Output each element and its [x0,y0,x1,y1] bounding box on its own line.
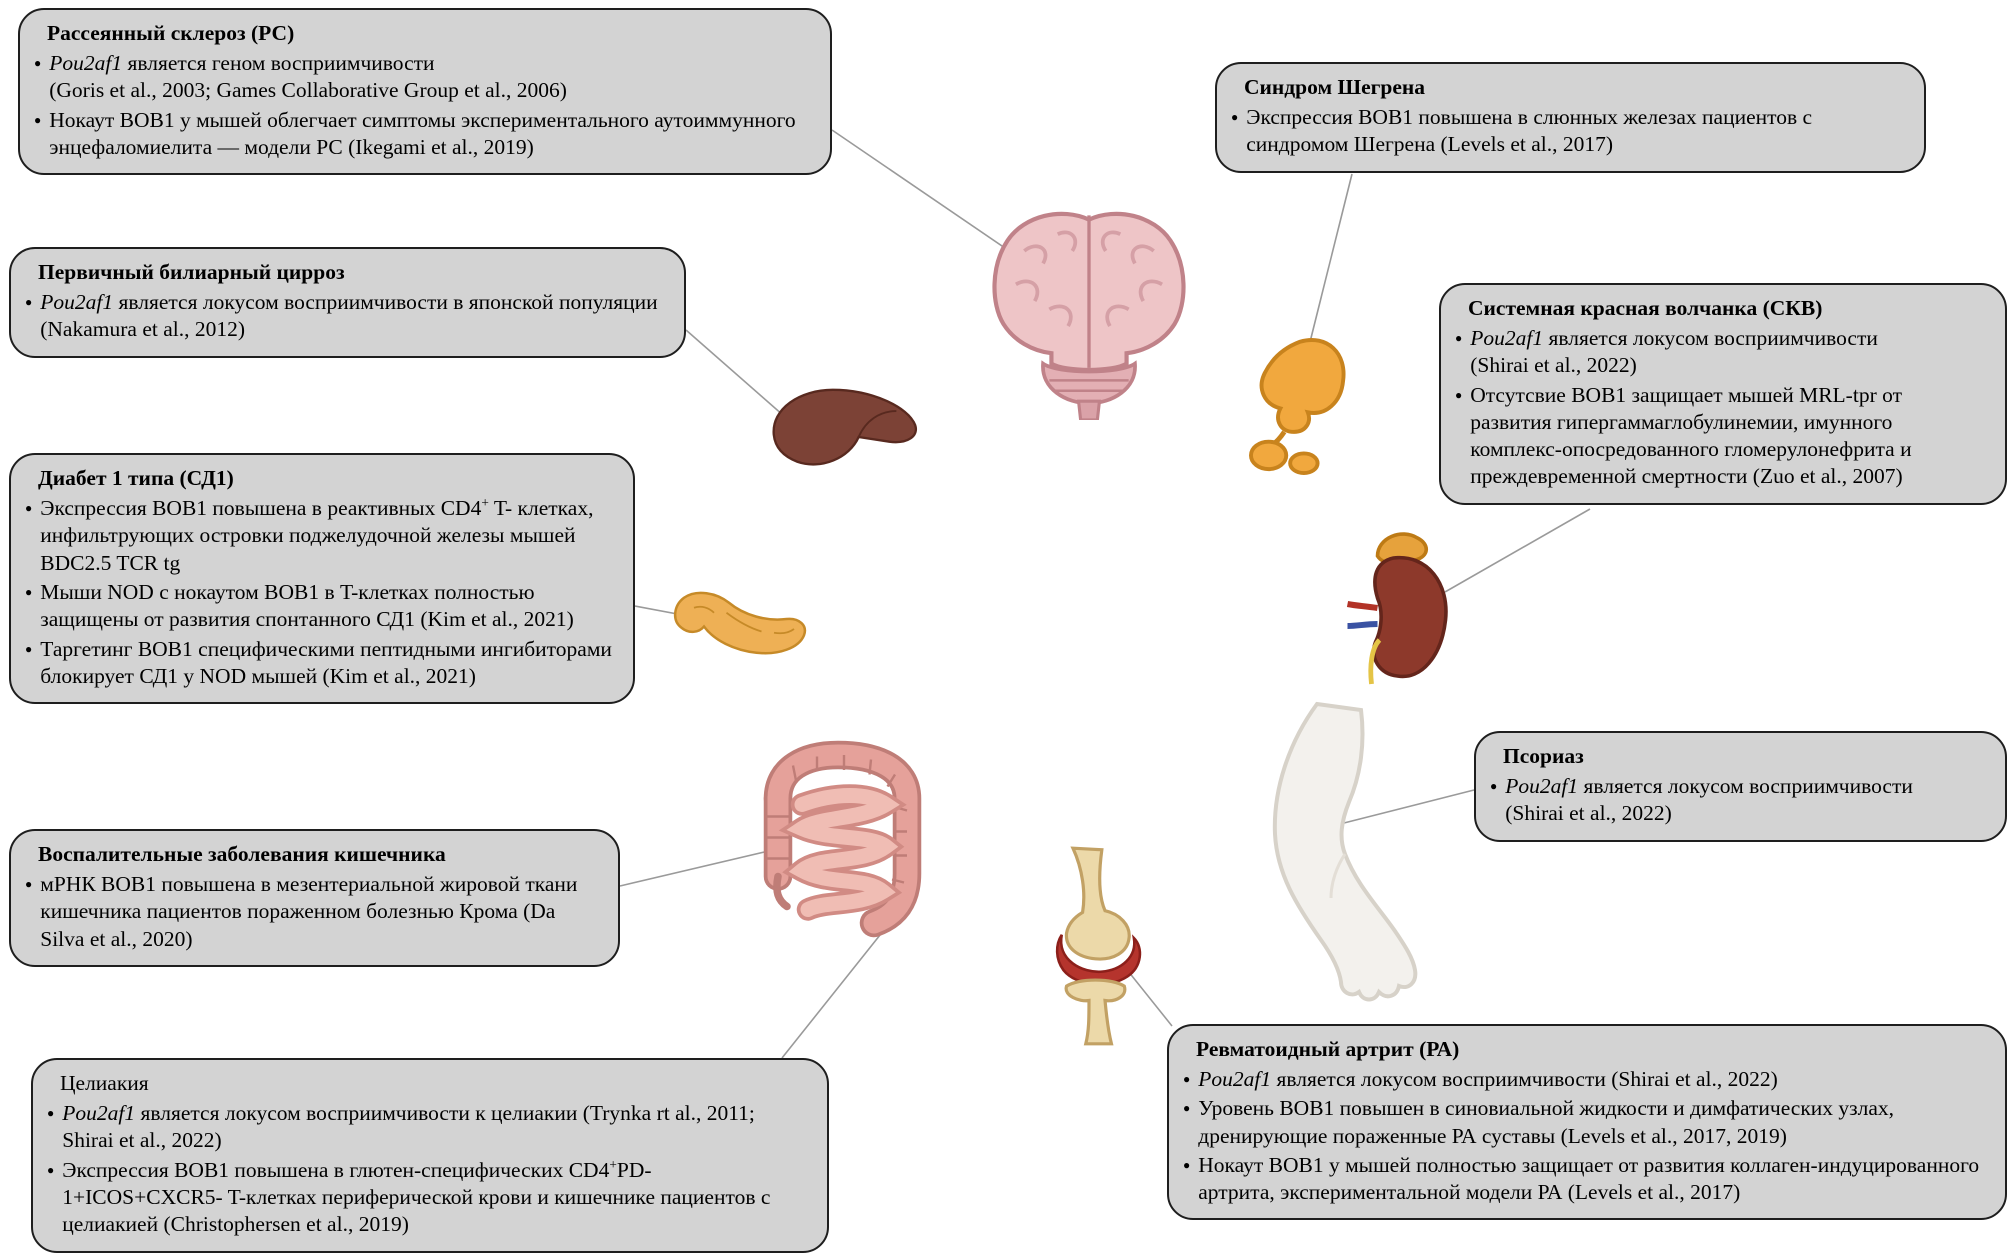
salivary-gland-illustration [1245,330,1351,475]
box-title: Воспалительные заболевания кишечника [38,842,446,866]
bullet-icon: ● [1455,387,1463,402]
list-item: ● Нокаут BOB1 у мышей облегчает симптомы… [34,107,812,162]
bullet-text: Pou2af1 является локусом восприимчивости… [1198,1066,1778,1091]
brain-icon [992,211,1186,422]
bullet-icon: ● [34,112,42,127]
arm-icon [1272,701,1418,1002]
disease-box-sjogren: Синдром Шегрена ● Экспрессия BOB1 повыше… [1215,62,1926,173]
bullet-text: Экспрессия BOB1 повышена в глютен-специф… [62,1156,771,1237]
bullet-text: Нокаут BOB1 у мышей полностью защищает о… [1198,1152,1980,1205]
bullet-text: Отсутсвие BOB1 защищает мышей MRL-tpr от… [1470,382,1912,489]
bullet-list: ● Экспрессия BOB1 повышена в слюнных жел… [1231,104,1906,159]
bullet-list: ● Pou2af1 является локусом восприимчивос… [1455,325,1987,491]
intestine-illustration [742,732,940,952]
list-item: ● Pou2af1 является локусом восприимчивос… [1490,773,1987,828]
pancreas-icon [674,591,807,655]
disease-box-psoriasis: Псориаз ● Pou2af1 является локусом воспр… [1474,731,2007,842]
bullet-icon: ● [1183,1157,1191,1172]
connector-line-ibd-intestine [619,845,791,887]
bullet-icon: ● [25,876,33,891]
list-item: ● Экспрессия BOB1 повышена в слюнных жел… [1231,104,1906,159]
arm-illustration [1265,698,1437,1008]
connector-line-psoriasis-arm [1339,789,1475,825]
box-title: Псориаз [1503,744,1584,768]
bullet-icon: ● [25,641,33,656]
connector-line-sle-kidney [1444,508,1591,593]
bullet-text: Pou2af1 является локусом восприимчивости… [1505,773,1913,826]
disease-box-type1-diabetes: Диабет 1 типа (СД1) ● Экспрессия BOB1 по… [9,453,635,705]
bullet-list: ● Pou2af1 является локусом восприимчивос… [47,1100,809,1239]
bullet-text: Экспрессия BOB1 повышена в слюнных желез… [1246,104,1813,157]
bullet-icon: ● [25,584,33,599]
intestine-icon [763,740,922,938]
list-item: ● мРНК BOB1 повышена в мезентериальной ж… [25,871,600,953]
bullet-text: Pou2af1 является локусом восприимчивости… [62,1100,755,1153]
disease-box-sle: Системная красная волчанка (СКВ) ● Pou2a… [1439,283,2007,505]
disease-box-celiac: Целиакия ● Pou2af1 является локусом восп… [31,1058,829,1253]
list-item: ● Pou2af1 является локусом восприимчивос… [1183,1066,1987,1093]
bullet-icon: ● [34,55,42,70]
bullet-text: Таргетинг BOB1 специфическими пептидными… [40,636,612,688]
knee-joint-icon [1055,846,1142,1046]
list-item: ● Экспрессия BOB1 повышена в реактивных … [25,495,615,577]
box-title: Ревматоидный артрит (РА) [1196,1037,1460,1061]
bullet-icon: ● [47,1105,55,1120]
disease-box-ibd: Воспалительные заболевания кишечника ● м… [9,829,620,967]
bullet-icon: ● [25,500,33,515]
list-item: ● Уровень BOB1 повышен в синовиальной жи… [1183,1095,1987,1150]
liver-illustration [762,378,927,496]
list-item: ● Экспрессия BOB1 повышена в глютен-спец… [47,1157,809,1239]
bullet-icon: ● [25,294,33,309]
list-item: ● Мыши NOD с нокаутом BOB1 в T-клетках п… [25,579,615,634]
box-title: Целиакия [60,1071,149,1095]
list-item: ● Таргетинг BOB1 специфическими пептидны… [25,636,615,691]
salivary-gland-icon [1249,338,1346,475]
list-item: ● Нокаут BOB1 у мышей полностью защищает… [1183,1152,1987,1207]
kidney-illustration [1333,524,1458,692]
bullet-list: ● Pou2af1 является геном восприимчивости… [34,50,812,161]
knee-joint-illustration [1018,845,1160,1047]
bullet-icon: ● [1455,330,1463,345]
bullet-list: ● Pou2af1 является локусом восприимчивос… [25,289,666,344]
box-title: Рассеянный склероз (РС) [47,21,295,45]
bullet-icon: ● [1183,1071,1191,1086]
bullet-list: ● Pou2af1 является локусом восприимчивос… [1490,773,1987,828]
disease-box-rheumatoid-arthritis: Ревматоидный артрит (РА) ● Pou2af1 являе… [1167,1024,2007,1221]
disease-box-multiple-sclerosis: Рассеянный склероз (РС) ● Pou2af1 являет… [18,8,832,176]
box-title: Синдром Шегрена [1244,75,1426,99]
box-title: Системная красная волчанка (СКВ) [1468,296,1823,320]
bullet-icon: ● [47,1162,55,1177]
bullet-text: Мыши NOD с нокаутом BOB1 в T-клетках пол… [40,579,574,632]
bullet-text: Экспрессия BOB1 повышена в реактивных CD… [40,494,594,575]
bullet-text: мРНК BOB1 повышена в мезентериальной жир… [40,871,578,951]
liver-icon [772,388,918,466]
bullet-icon: ● [1231,109,1239,124]
brain-illustration [974,205,1204,422]
list-item: ● Pou2af1 является локусом восприимчивос… [1455,325,1987,380]
bullet-text: Pou2af1 является геном восприимчивости(G… [49,50,567,103]
list-item: ● Отсутсвие BOB1 защищает мышей MRL-tpr … [1455,382,1987,491]
box-title: Первичный билиарный цирроз [38,260,345,284]
bullet-icon: ● [1183,1101,1191,1116]
disease-box-primary-biliary-cirrhosis: Первичный билиарный цирроз ● Pou2af1 явл… [9,247,686,358]
bullet-list: ● Экспрессия BOB1 повышена в реактивных … [25,495,615,690]
list-item: ● Pou2af1 является геном восприимчивости… [34,50,812,105]
kidney-icon [1346,532,1448,685]
bullet-icon: ● [1490,778,1498,793]
connector-line-ra-knee [1123,965,1173,1027]
pancreas-illustration [664,570,814,678]
list-item: ● Pou2af1 является локусом восприимчивос… [47,1100,809,1155]
bullet-text: Pou2af1 является локусом восприимчивости… [40,289,658,342]
bullet-text: Нокаут BOB1 у мышей облегчает симптомы э… [49,107,796,159]
bullet-list: ● мРНК BOB1 повышена в мезентериальной ж… [25,871,600,953]
bullet-text: Pou2af1 является локусом восприимчивости… [1470,325,1878,378]
connector-line-sjogren-gland [1307,173,1353,351]
bullet-text: Уровень BOB1 повышен в синовиальной жидк… [1198,1096,1895,1148]
connector-line-celiac-intestine [781,929,885,1059]
box-title: Диабет 1 типа (СД1) [38,466,234,490]
bullet-list: ● Pou2af1 является локусом восприимчивос… [1183,1066,1987,1206]
list-item: ● Pou2af1 является локусом восприимчивос… [25,289,666,344]
